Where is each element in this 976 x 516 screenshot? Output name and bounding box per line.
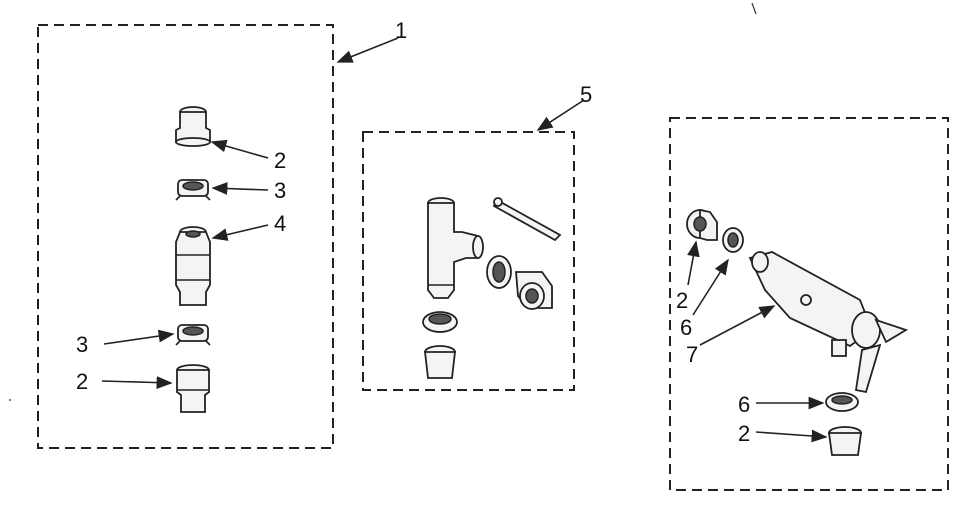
callout-6-right-lower: 6 <box>738 392 750 417</box>
callout-6-right-upper: 6 <box>680 315 692 340</box>
tee-bottom-sleeve <box>423 345 457 379</box>
callout-7: 7 <box>686 342 698 367</box>
clamp-ring-top <box>175 179 211 201</box>
kit-5-group: 5 <box>362 82 592 391</box>
side-connector <box>515 271 553 310</box>
callout-2-upper: 2 <box>274 148 286 173</box>
leader-3a <box>211 182 269 195</box>
tee-fitting <box>427 197 484 299</box>
callout-3-upper: 3 <box>274 178 286 203</box>
leader-5 <box>536 99 585 131</box>
right-ring-upper <box>722 227 744 253</box>
leader-7 <box>699 305 776 346</box>
leader-1 <box>336 37 399 63</box>
clamp-ring-bottom <box>175 324 211 346</box>
scan-mark <box>751 2 757 15</box>
kit-5-dashed-box <box>362 131 575 391</box>
right-ring-lower <box>825 392 859 412</box>
leader-4 <box>211 224 269 241</box>
kit-right-group: 2 6 7 6 2 <box>669 117 949 491</box>
kit-1-group: 1 2 3 4 3 2 <box>37 18 407 449</box>
callout-2-right-upper: 2 <box>676 288 688 313</box>
kit-1-dashed-box <box>37 24 334 449</box>
retaining-pin <box>492 197 562 242</box>
coupling-part <box>175 226 211 306</box>
leader-3b <box>103 329 175 345</box>
callout-3-lower: 3 <box>76 332 88 357</box>
sleeve-part-top <box>175 106 211 147</box>
callout-5: 5 <box>580 82 592 107</box>
leader-2c <box>687 240 700 286</box>
tee-ring <box>486 255 512 289</box>
leader-2d <box>755 429 828 443</box>
leader-2a <box>210 139 269 159</box>
right-sleeve-upper <box>686 208 718 241</box>
callout-2-right-lower: 2 <box>738 421 750 446</box>
callout-2-lower: 2 <box>76 369 88 394</box>
sleeve-part-bottom <box>176 364 210 413</box>
callout-1: 1 <box>395 18 407 43</box>
right-sleeve-lower <box>827 426 863 456</box>
scan-dot <box>9 399 11 401</box>
kit-right-dashed-box <box>669 117 949 491</box>
leader-6a <box>692 258 729 316</box>
valve-body <box>748 251 909 394</box>
leader-2b <box>101 376 173 389</box>
callout-4: 4 <box>274 211 286 236</box>
tee-bottom-ring <box>422 311 458 333</box>
